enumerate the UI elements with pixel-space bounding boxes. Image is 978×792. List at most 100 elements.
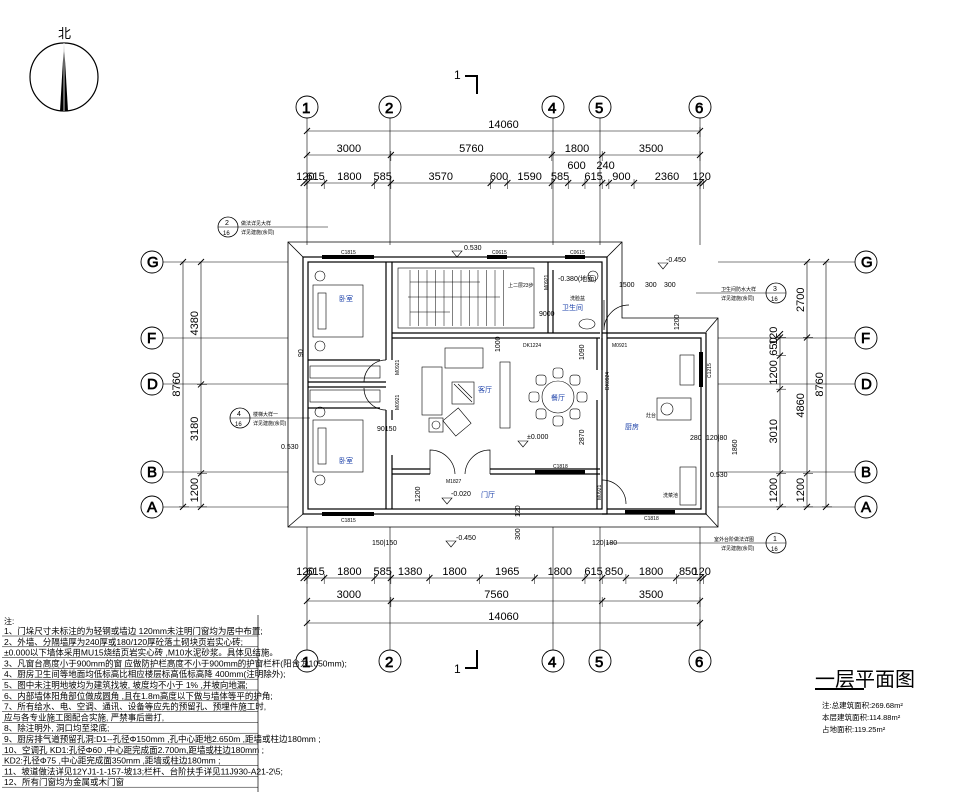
dim-label: 5760 <box>459 143 483 155</box>
note-line: 11、坡道做法详见12YJ1-1-157-坡13;栏杆、台阶扶手详见11J930… <box>4 766 283 776</box>
room-entry: 门厅 <box>481 490 495 499</box>
note-line: 4、厨房卫生间等地面均低标高比相应楼层标高低标高降 400mm(注明除外); <box>4 669 285 679</box>
elevation-living: ±0.000 <box>527 434 548 441</box>
dim-label: 120 <box>296 171 314 183</box>
room-bath: 卫生间 <box>562 303 583 312</box>
axis-bubble-5: 5 <box>588 649 612 673</box>
axis-label: D <box>147 376 158 393</box>
note-line: 10、空调孔 KD1:孔径Φ60 ,中心距完成面2.700m,距墙或柱边180m… <box>4 745 264 755</box>
dim-label: 4860 <box>795 393 807 417</box>
dim: 120|180 <box>592 540 617 547</box>
callout-text: 做法详见大样 <box>241 220 271 227</box>
door-code: M0921 <box>544 274 550 290</box>
dim-label: 1590 <box>517 171 541 183</box>
room-living: 客厅 <box>478 385 492 394</box>
room-bedroom-2: 卧室 <box>339 456 353 465</box>
axis-bubble-6: 6 <box>688 649 712 673</box>
door-window-codes: C1815 C0615 C0615 C1815 C1818 C1818 C121… <box>341 250 713 524</box>
dim-label: 7560 <box>484 589 508 601</box>
window-code: C0615 <box>492 250 507 256</box>
fixture-label: 洗菜池 <box>663 492 678 499</box>
elevation-outdoor-bottom: -0.450 <box>456 535 476 542</box>
furniture <box>309 270 697 506</box>
dim-label: 120 <box>692 566 710 578</box>
dining-chair <box>535 408 547 420</box>
dining-chair <box>528 391 540 403</box>
axis-bubble-5: 5 <box>588 95 612 119</box>
dim-label: 8760 <box>814 372 826 396</box>
dim: 90 <box>298 349 305 357</box>
axis-label: F <box>861 330 870 347</box>
dim-label: 600 <box>490 171 508 183</box>
window-code: C1815 <box>341 250 356 256</box>
callout-number: 1 <box>773 536 777 543</box>
dim-label: 585 <box>373 566 391 578</box>
dim-label: 615 <box>584 566 602 578</box>
section-number: 1 <box>454 68 461 82</box>
callout-text: 楼梯大样一 <box>253 411 278 418</box>
callout-text: 室外台阶做法详图 <box>714 536 754 543</box>
floor-area: 本层建筑面积:114.88m² <box>822 712 901 722</box>
note-line: 8、除注明外, 洞口均至梁底; <box>4 723 109 733</box>
callout-sheet: 16 <box>771 297 778 303</box>
axis-label: 1 <box>302 654 310 671</box>
misc-dimensions: 90 90150 9000 1000 1090 2870 1200 120 30… <box>298 282 739 547</box>
door-code: M0921 <box>395 394 401 410</box>
callout-text: 详见建施(余同) <box>253 420 287 427</box>
toilet <box>578 318 596 330</box>
dim: 280 <box>690 435 702 442</box>
notes-title: 注: <box>4 616 14 626</box>
dim-label: 900 <box>612 171 630 183</box>
note-line: 应与各专业施工图配合实施, 严禁事后凿打, <box>4 712 164 722</box>
axis-label: 4 <box>548 100 556 117</box>
dim-label: 120 <box>768 327 780 345</box>
dim-label: 3500 <box>639 143 663 155</box>
dim-label: 1200 <box>768 360 780 384</box>
axis-bubble-2: 2 <box>378 649 402 673</box>
dim-label: 120 <box>692 171 710 183</box>
dim-label: 4380 <box>189 311 201 335</box>
callout-sheet: 16 <box>235 422 242 428</box>
dim-label: 1800 <box>337 171 361 183</box>
dim-label: 1965 <box>495 566 519 578</box>
dim-label: 615 <box>306 171 324 183</box>
axis-label: 5 <box>595 654 603 671</box>
detail-callout: 3 16 卫生间防水大样 详见建施(余同) <box>696 282 787 304</box>
window-code: C1818 <box>553 464 568 470</box>
callout-text: 卫生间防水大样 <box>721 286 756 293</box>
note-line: 7、所有给水、电、空调、通讯、设备等应先的预留孔、预埋件施工时, <box>4 702 266 712</box>
dim: 120|80 <box>706 435 727 442</box>
title-block: 一层平面图 注:总建筑面积:269.68m² 本层建筑面积:114.88m² 占… <box>815 669 915 734</box>
door-code: M0921 <box>395 359 401 375</box>
dim-label: 14060 <box>488 119 519 131</box>
axis-bubble-F: F <box>140 326 164 350</box>
dining-chair <box>535 374 547 386</box>
dim-label: 1380 <box>398 566 422 578</box>
dim-label: 1800 <box>337 566 361 578</box>
dim-label: 8760 <box>171 372 183 396</box>
dim-label: 1200 <box>795 478 807 502</box>
dim-label: 1800 <box>639 566 663 578</box>
axis-bubble-1: 1 <box>295 649 319 673</box>
elevation-marks: 0.530 0.530 0.530 -0.450 -0.450 -0.380(地… <box>281 245 728 548</box>
door-code: M0921 <box>597 484 603 500</box>
axis-label: D <box>861 376 872 393</box>
section-mark-bottom: 1 <box>454 650 478 676</box>
windows <box>322 255 703 516</box>
door-code: DK0924 <box>605 372 611 390</box>
dim-label: 615 <box>584 171 602 183</box>
sofa <box>421 366 443 416</box>
elevation-top: 0.530 <box>464 245 482 252</box>
basin <box>587 270 599 282</box>
dim-label: 615 <box>306 566 324 578</box>
callout-sheet: 16 <box>223 231 230 237</box>
axis-label: 2 <box>385 100 393 117</box>
dim-label: 240 <box>596 160 614 172</box>
note-line: ±0.000以下墙体采用MU15烧结页岩实心砖 ,M10水泥砂浆。具体见结施。 <box>4 648 278 658</box>
axis-label: G <box>147 254 159 271</box>
dim-label: 3000 <box>337 589 361 601</box>
axis-bubble-G: G <box>854 250 878 274</box>
